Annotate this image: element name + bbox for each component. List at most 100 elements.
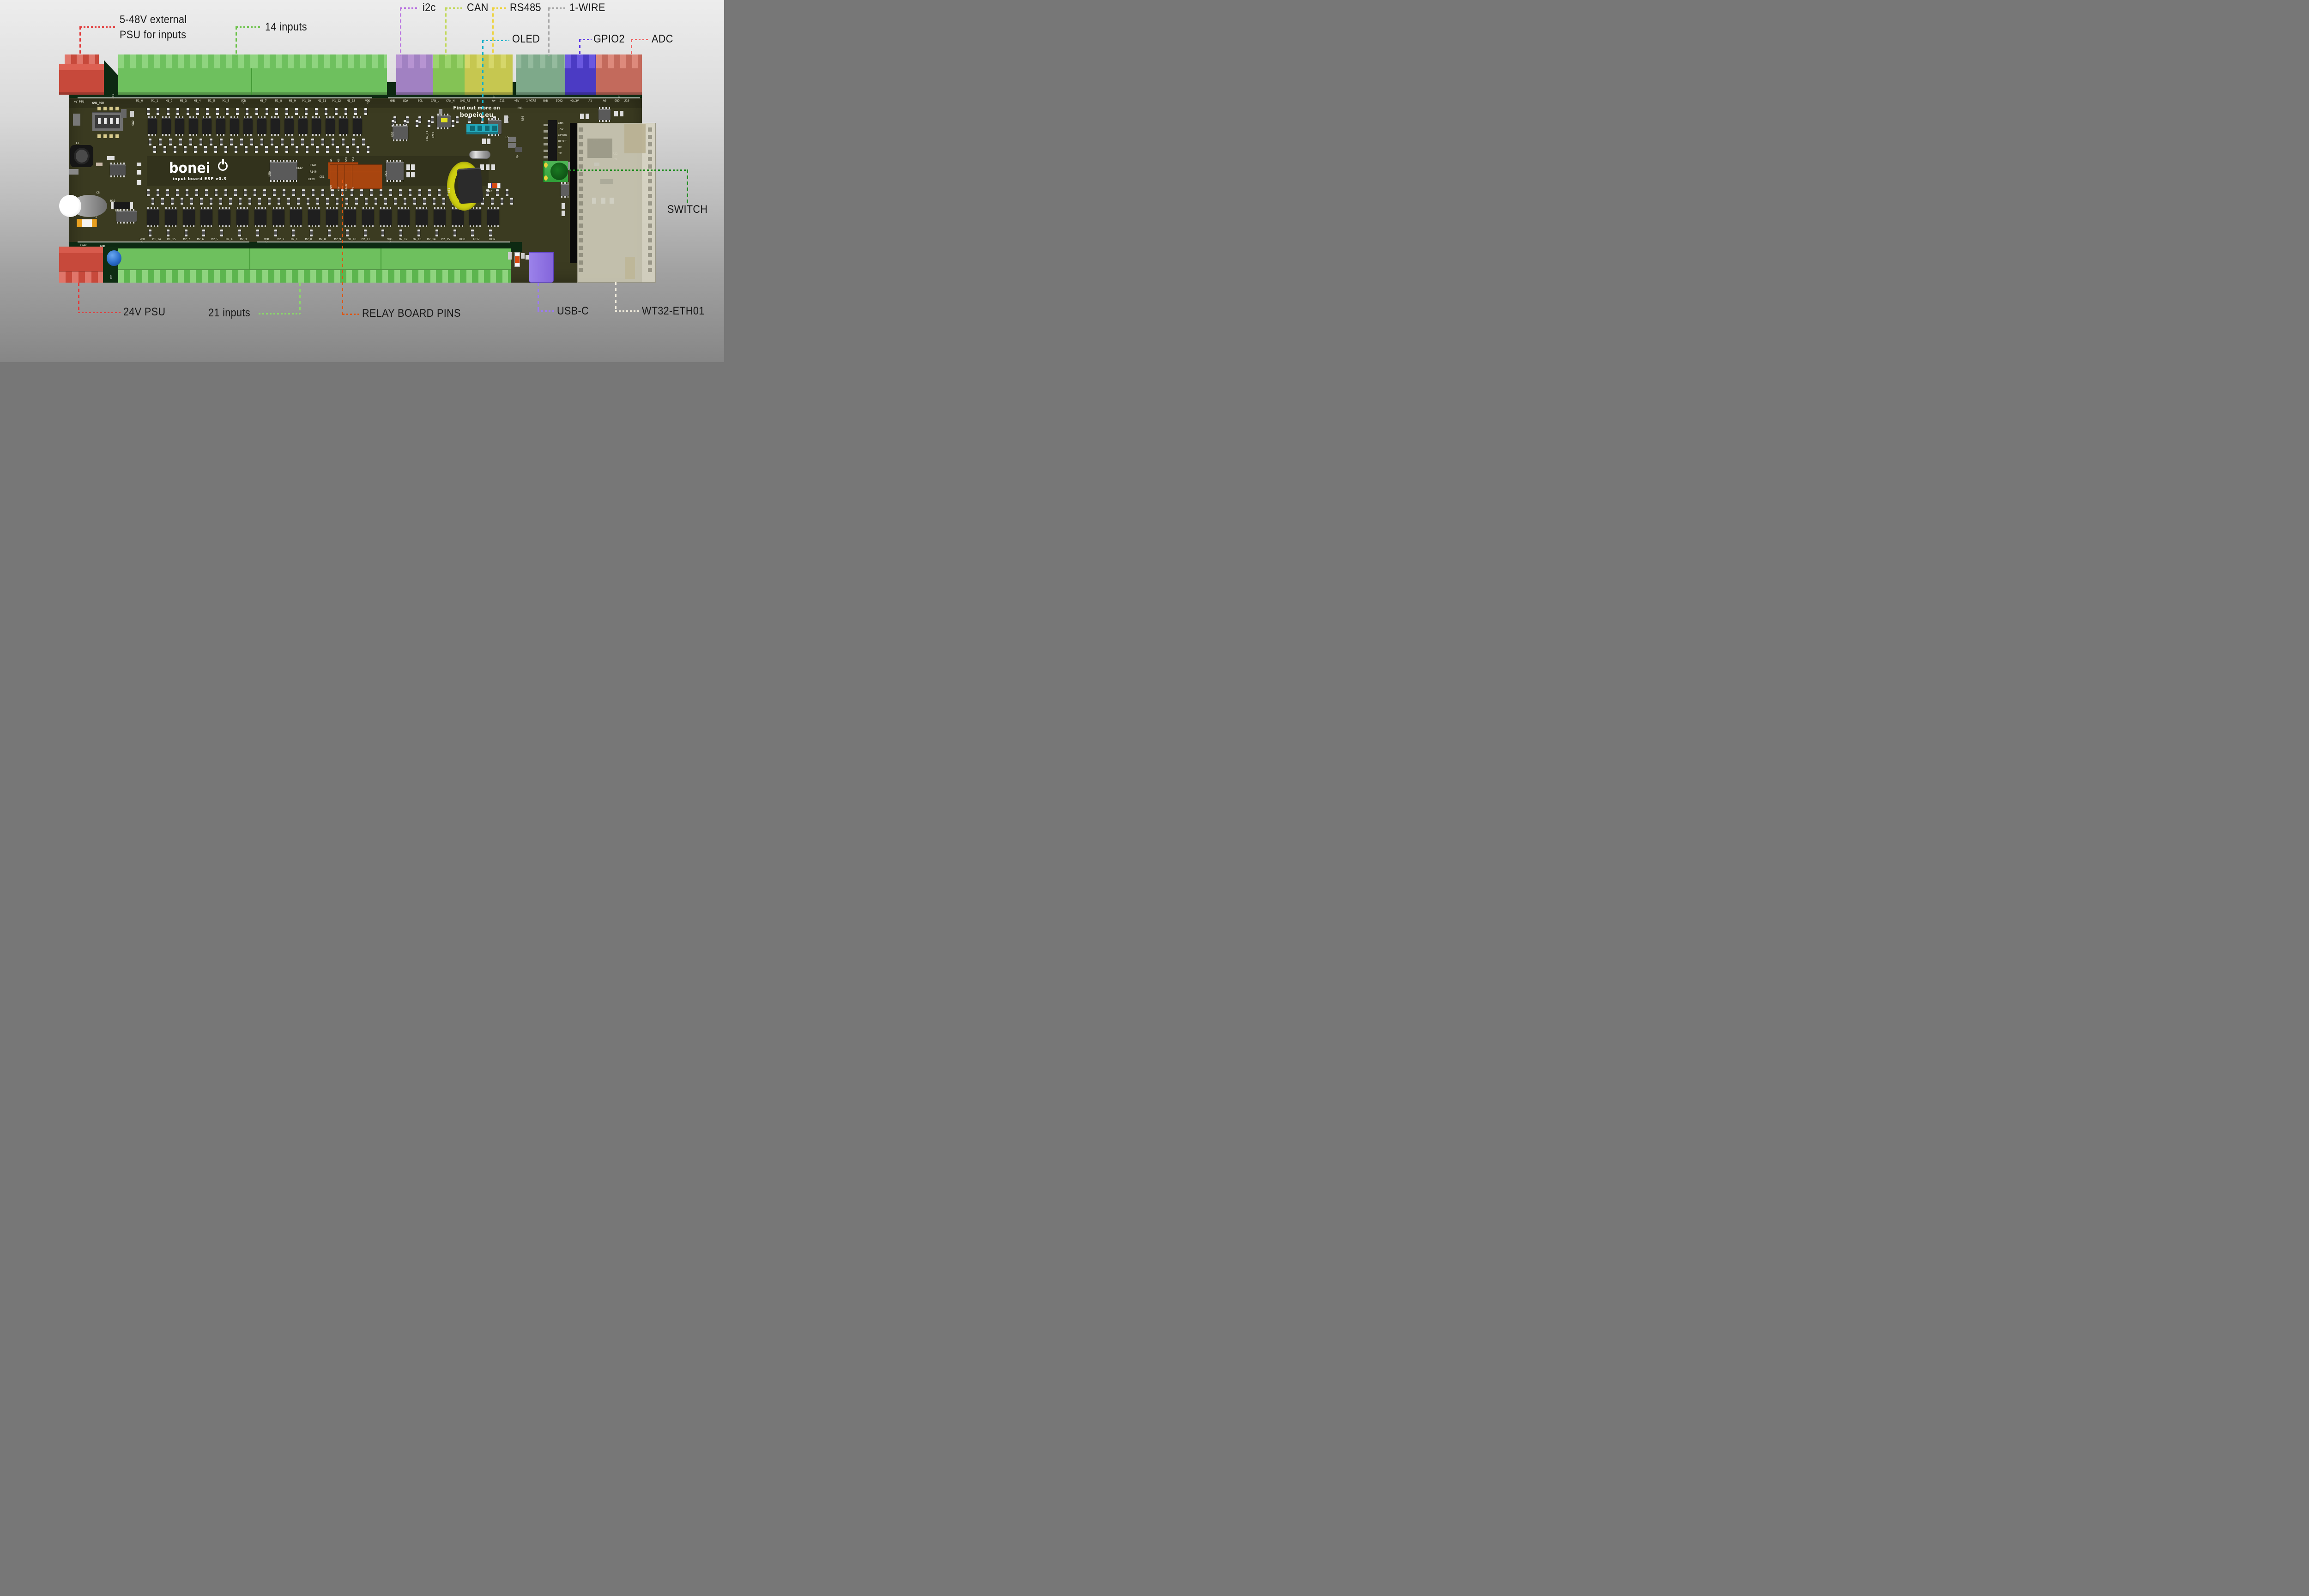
pad — [97, 134, 101, 138]
i2c-label: i2c — [423, 1, 436, 14]
psu-inputs-leader — [79, 26, 81, 55]
solder-pad — [544, 175, 548, 181]
ref-designator: R86 — [521, 116, 525, 121]
power-icon — [218, 159, 228, 171]
wt32-pad — [648, 209, 652, 213]
pin-label: M1_10 — [302, 99, 311, 103]
smd-resistor — [292, 189, 295, 196]
pin-label: M1_14 — [152, 237, 161, 241]
smd-resistor — [210, 198, 212, 205]
wt32-pad — [579, 231, 583, 235]
pad — [109, 107, 113, 110]
smd-resistor — [311, 139, 314, 145]
solder-pad — [544, 163, 548, 168]
smd-resistor — [435, 230, 438, 236]
smd-resistor — [307, 198, 309, 205]
adc-label: ADC — [652, 33, 673, 45]
ic-chip — [257, 116, 266, 136]
ic-chip — [284, 116, 294, 136]
smd-resistor — [287, 198, 290, 205]
pin-label: J10 — [624, 99, 629, 103]
smd-resistor — [147, 108, 150, 115]
module-shadow-band — [570, 123, 577, 263]
ref-designator: U52 — [391, 132, 394, 137]
smd-resistor — [506, 189, 508, 196]
comm-connector-one-wire — [516, 68, 565, 95]
smd-resistor — [312, 189, 314, 196]
resistor-r19 — [111, 202, 133, 209]
fuse-f1 — [77, 219, 97, 227]
ic-chip — [183, 207, 195, 227]
ic-u50 — [270, 160, 297, 182]
psu24-leader — [78, 312, 121, 313]
smd-resistor — [305, 108, 308, 115]
res-r63 — [137, 163, 141, 166]
led-d51 — [441, 118, 447, 122]
ic-u49 — [437, 114, 451, 129]
ic-chip — [312, 116, 321, 136]
rs485-label: RS485 — [510, 1, 541, 14]
switch-connector-port — [550, 163, 568, 180]
blue-trimmer — [107, 250, 121, 266]
wt32-pad — [579, 260, 583, 265]
ref-designator: C51 — [319, 175, 325, 179]
smd-resistor — [238, 230, 241, 236]
silk-line — [388, 97, 640, 98]
silk-gndpsu: GND_PSU — [92, 101, 104, 105]
wt32-pad — [579, 209, 583, 213]
ref-designator: R95 — [517, 106, 523, 110]
can-leader — [446, 7, 464, 9]
pin-label: M1_3 — [180, 99, 187, 103]
inputs-bottom-block-2 — [250, 248, 381, 272]
smd-resistor — [456, 116, 459, 123]
relay-pin-label: GS — [338, 158, 340, 162]
relay-pin-label: GS — [330, 158, 333, 162]
inputs21-leader — [299, 283, 301, 314]
smd-resistor — [342, 139, 345, 145]
inputs-connector-teeth — [252, 54, 387, 70]
smd-resistor — [335, 108, 338, 115]
pad — [109, 134, 113, 138]
res-r110 — [562, 211, 565, 216]
can-label: CAN — [467, 1, 489, 14]
psu-24v-connector — [59, 247, 103, 273]
ref-designator: L1 — [76, 141, 79, 145]
res-r130 — [580, 114, 584, 119]
smd-resistor — [266, 108, 268, 115]
transistor-q2 — [515, 147, 522, 152]
dip-switch-lever — [98, 118, 101, 124]
smd-resistor — [316, 146, 319, 153]
wt32-pad — [579, 150, 583, 154]
ic-chip — [326, 207, 338, 227]
wt32-pad — [579, 253, 583, 257]
ic-chip — [272, 207, 284, 227]
wt32-pad — [579, 238, 583, 242]
terminal-number: 1 — [109, 275, 113, 280]
smd-resistor — [297, 198, 300, 205]
smd-resistor — [244, 189, 247, 196]
pin-label: A0 — [603, 99, 606, 103]
comm-teeth-rs485 — [465, 54, 513, 70]
wt32-label: WT32-ETH01 — [642, 305, 705, 317]
smd-resistor — [181, 198, 183, 205]
fuse-f2 — [514, 252, 520, 267]
pin-label: IO17 — [472, 237, 480, 241]
dip-switch-lever — [116, 118, 119, 124]
smd-resistor — [246, 108, 248, 115]
psu-input-connector — [59, 64, 104, 95]
wt32-pad — [648, 231, 652, 235]
pin-label: M1_15 — [167, 237, 176, 241]
smd-resistor — [239, 198, 242, 205]
pin-label: M1_2 — [165, 99, 173, 103]
smd-resistor — [220, 139, 223, 145]
pin-label: M1_9 — [289, 99, 296, 103]
relay-pin — [352, 172, 382, 189]
vdd-triangle: ▽ — [242, 102, 244, 105]
ic-soic8 — [598, 107, 610, 122]
smd-resistor — [214, 146, 217, 153]
psu-24v-teeth — [59, 272, 103, 283]
wt32-pad — [579, 194, 583, 198]
smd-resistor — [256, 230, 259, 236]
silk-vpsu: +V PSU — [74, 100, 84, 103]
psu-inputs-leader — [80, 26, 117, 28]
